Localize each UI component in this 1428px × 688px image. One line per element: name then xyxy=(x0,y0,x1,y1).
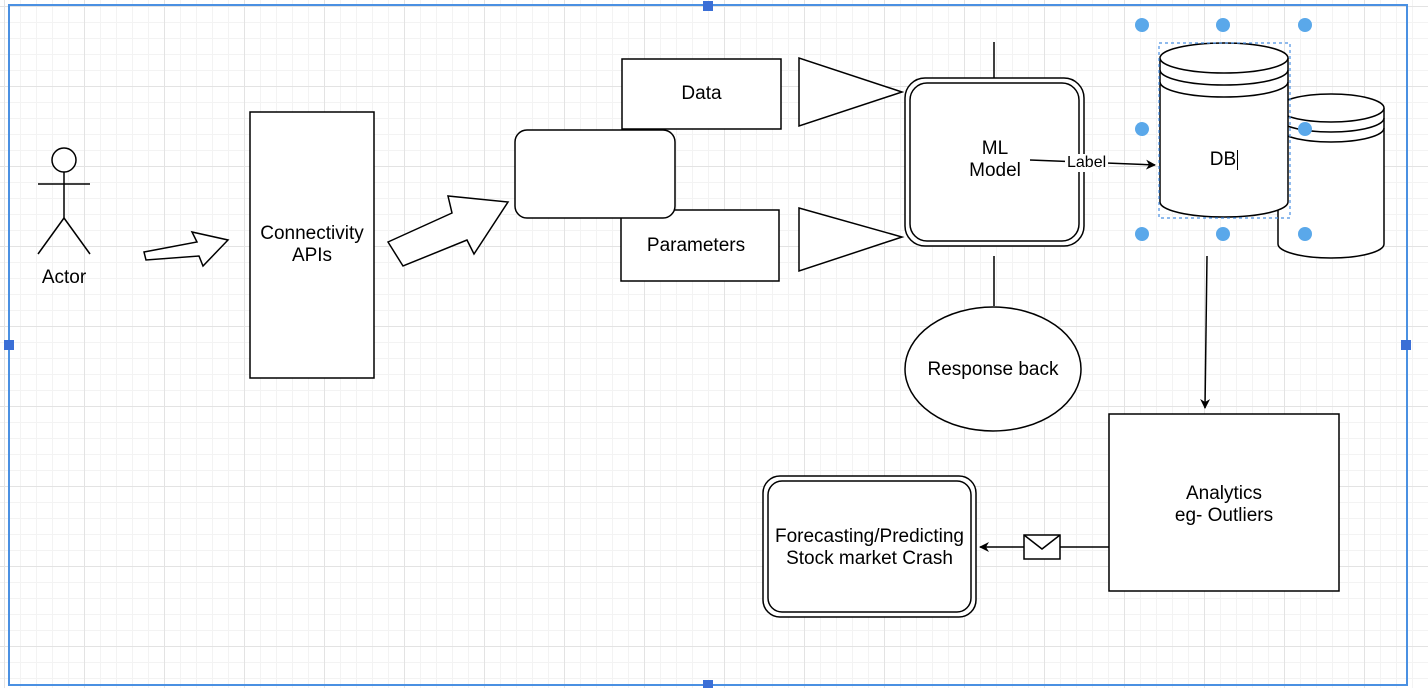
connectivity-apis-box[interactable] xyxy=(249,111,375,379)
resize-handle[interactable] xyxy=(1298,227,1312,241)
forecasting-box-inner xyxy=(767,480,972,613)
edge-label[interactable]: Label xyxy=(1065,154,1109,172)
ml-model-box-outer[interactable] xyxy=(904,77,1085,247)
db-cylinder-secondary[interactable] xyxy=(1277,93,1385,259)
resize-handle[interactable] xyxy=(1135,18,1149,32)
response-back-ellipse[interactable] xyxy=(904,306,1082,432)
block-arrow-to-router[interactable] xyxy=(386,195,510,267)
analytics-box[interactable] xyxy=(1108,413,1340,592)
db-resize-handles[interactable] xyxy=(1135,18,1312,241)
resize-handle[interactable] xyxy=(1298,122,1312,136)
envelope-icon xyxy=(1023,534,1061,560)
frame-handle[interactable] xyxy=(4,340,14,350)
parameters-triangle[interactable] xyxy=(798,207,905,273)
frame-handle[interactable] xyxy=(1401,340,1411,350)
forecasting-box-outer[interactable] xyxy=(762,475,977,618)
db-selection-box xyxy=(1158,42,1291,219)
resize-handle[interactable] xyxy=(1135,227,1149,241)
router-rounded-box[interactable] xyxy=(514,129,676,219)
resize-handle[interactable] xyxy=(1298,18,1312,32)
actor-shape[interactable] xyxy=(37,147,91,255)
data-box[interactable] xyxy=(621,58,782,130)
block-arrow-to-apis[interactable] xyxy=(143,230,230,268)
resize-handle[interactable] xyxy=(1135,122,1149,136)
resize-handle[interactable] xyxy=(1216,18,1230,32)
resize-handle[interactable] xyxy=(1216,227,1230,241)
db-cylinder[interactable] xyxy=(1159,42,1289,218)
parameters-box[interactable] xyxy=(620,209,780,282)
data-triangle[interactable] xyxy=(798,56,905,128)
frame-handle[interactable] xyxy=(703,680,713,688)
frame-handle[interactable] xyxy=(703,1,713,11)
db-to-analytics-edge[interactable] xyxy=(1200,255,1211,409)
